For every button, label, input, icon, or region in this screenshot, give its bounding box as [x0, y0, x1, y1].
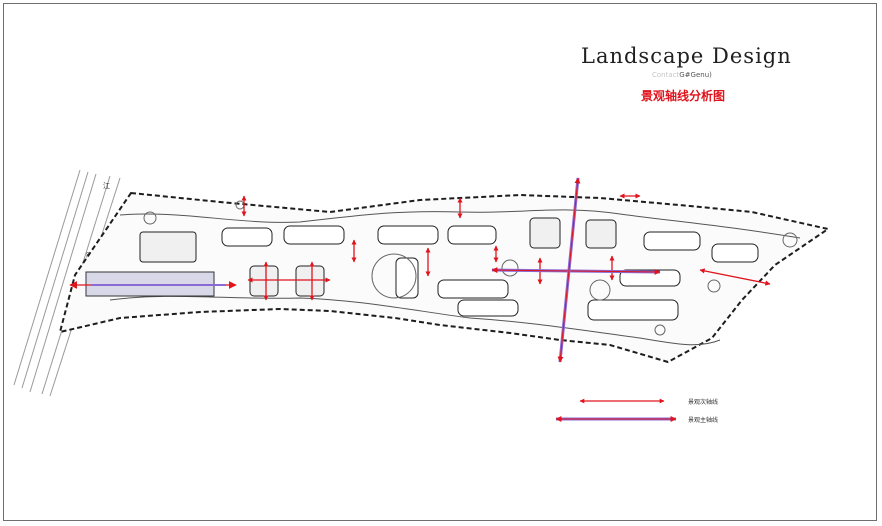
page-subtitle: ContactG#Genu): [652, 71, 712, 79]
subtitle-prefix: Contact: [652, 71, 680, 79]
legend-secondary-axis-label: 景观次轴线: [688, 399, 719, 406]
subtitle-code: G#Genu): [679, 71, 712, 79]
inner-path-2: [109, 295, 721, 346]
primary-axes: [92, 177, 661, 363]
axis-analysis-title: 景观轴线分析图: [641, 89, 726, 103]
landscape-circles: [143, 200, 798, 336]
legend-primary-axis-label: 景观主轴线: [688, 417, 719, 424]
legend-lines: [555, 398, 677, 422]
road-mark-a: 江: [103, 182, 110, 190]
page-title: Landscape Design: [581, 44, 792, 68]
building-blocks: [221, 225, 759, 321]
